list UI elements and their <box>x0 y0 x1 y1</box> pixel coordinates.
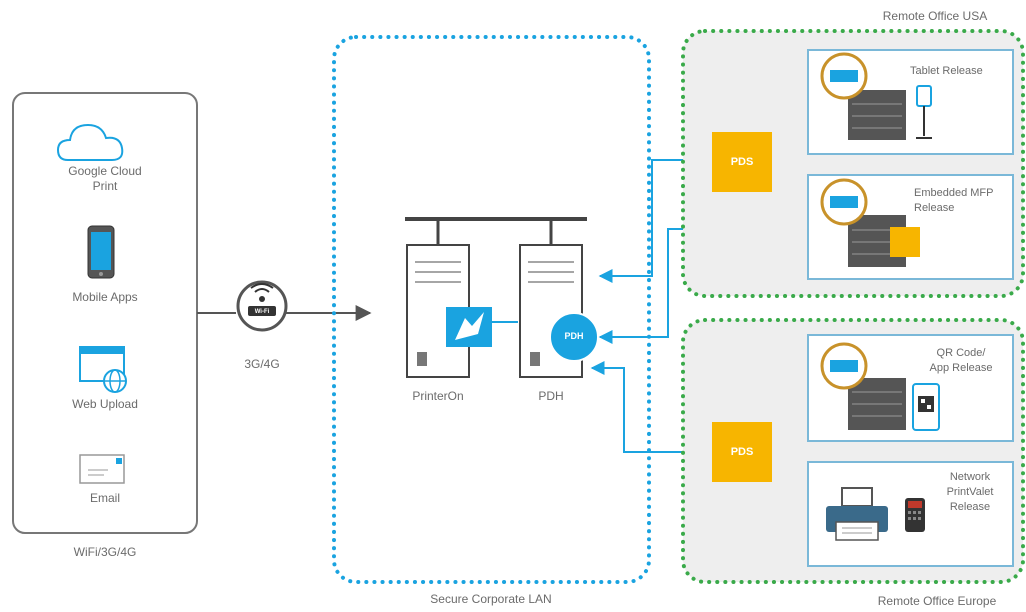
desktop-printer-icon <box>826 487 888 541</box>
pdh-server <box>519 244 583 378</box>
wifi-3g-4g-label: WiFi/3G/4G <box>73 545 137 559</box>
email-icon <box>79 454 125 484</box>
mobile-apps-label: Mobile Apps <box>72 290 138 304</box>
pdh-label: PDH <box>538 389 564 403</box>
qr-release-label: QR Code/ App Release <box>929 347 993 374</box>
mobile-phone-icon <box>87 225 115 279</box>
network-label: 3G/4G <box>244 357 280 371</box>
web-upload-icon <box>79 346 127 393</box>
cloud-icon <box>56 123 124 161</box>
embedded-mfp-label: Embedded MFP Release <box>914 187 994 214</box>
printeron-logo-icon <box>446 307 492 347</box>
card-reader-icon <box>905 498 925 532</box>
pds-usa-label: PDS <box>730 156 754 168</box>
tablet-release-label: Tablet Release <box>910 65 983 77</box>
remote-office-usa-label: Remote Office USA <box>882 9 988 23</box>
email-label: Email <box>89 491 120 505</box>
web-upload-label: Web Upload <box>72 397 138 411</box>
network-release-label: Network PrintValet Release <box>946 471 994 513</box>
pds-usa-box <box>712 132 772 192</box>
pds-europe-box <box>712 422 772 482</box>
qr-code-phone-icon <box>912 383 940 431</box>
corporate-lan-label: Secure Corporate LAN <box>430 592 552 606</box>
tablet-release-box <box>807 49 1014 155</box>
google-cloud-print-label: Google Cloud Print <box>68 164 142 193</box>
pdh-badge-label: PDH <box>564 331 584 341</box>
mfp-printer-icon <box>820 178 920 267</box>
wifi-badge-label: Wi-Fi <box>254 309 270 315</box>
printer-icon <box>820 52 906 140</box>
remote-office-europe-label: Remote Office Europe <box>877 594 997 608</box>
pds-europe-label: PDS <box>730 446 754 458</box>
pdh-badge-icon <box>549 312 599 362</box>
qr-printer-icon <box>820 342 906 430</box>
printeron-label: PrinterOn <box>412 389 464 403</box>
tablet-stand-icon <box>916 85 932 139</box>
